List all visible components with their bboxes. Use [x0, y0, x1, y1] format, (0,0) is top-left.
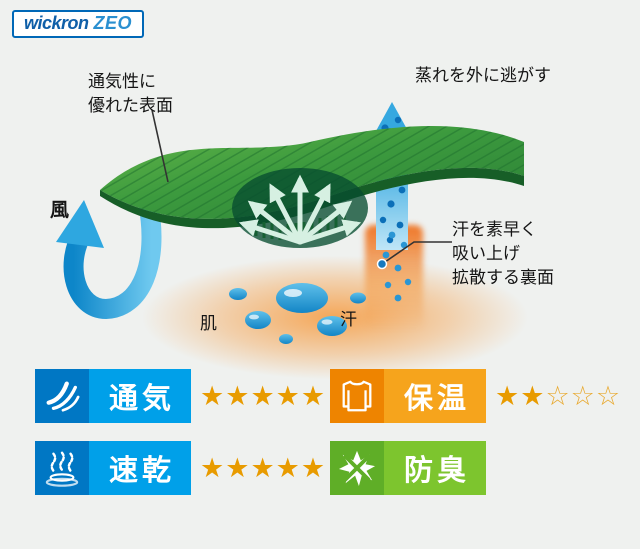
fabric-diagram: 通気性に 優れた表面 蒸れを外に逃がす 風 汗を素早く 吸い上げ 拡散する裏面 … [0, 30, 640, 390]
spread-arrows [232, 168, 368, 248]
airflow-icon [35, 369, 89, 423]
shirt-icon [330, 369, 384, 423]
label-absorb-backside: 汗を素早く 吸い上げ 拡散する裏面 [452, 220, 554, 287]
rating-quick-dry: 速乾 ★★★★★ [35, 441, 326, 495]
rating-breathability: 通気 ★★★★★ [35, 369, 326, 423]
label-sweat: 汗 [340, 310, 357, 329]
rating-anti-odor: 防臭 [330, 441, 495, 495]
star-filled-icon: ★ [300, 452, 326, 483]
label-skin: 肌 [200, 314, 217, 333]
brand-model: ZEO [93, 13, 133, 33]
quick-dry-icon [35, 441, 89, 495]
star-filled-icon: ★ [275, 452, 300, 483]
star-rating: ★★★★★ [200, 380, 326, 411]
star-empty-icon: ☆ [545, 380, 570, 411]
star-filled-icon: ★ [495, 380, 520, 411]
star-filled-icon: ★ [200, 452, 225, 483]
star-filled-icon: ★ [225, 380, 250, 411]
brand-logo: wickron ZEO [12, 10, 145, 38]
rating-label: 通気 [89, 369, 191, 423]
star-empty-icon: ☆ [595, 380, 621, 411]
star-filled-icon: ★ [275, 380, 300, 411]
star-rating: ★★★★★ [200, 452, 326, 483]
anti-odor-icon [330, 441, 384, 495]
star-filled-icon: ★ [520, 380, 545, 411]
star-empty-icon: ☆ [570, 380, 595, 411]
label-breathable-surface: 通気性に 優れた表面 [88, 72, 173, 115]
rating-warmth: 保温 ★★☆☆☆ [330, 369, 621, 423]
star-filled-icon: ★ [300, 380, 326, 411]
sweat-droplets [229, 283, 366, 344]
label-moisture-escape: 蒸れを外に逃がす [415, 66, 551, 85]
star-filled-icon: ★ [250, 380, 275, 411]
rating-label: 防臭 [384, 441, 486, 495]
diagram-art [56, 102, 524, 344]
star-filled-icon: ★ [225, 452, 250, 483]
star-filled-icon: ★ [200, 380, 225, 411]
label-connectors [151, 109, 452, 270]
label-wind: 風 [50, 200, 70, 221]
wind-arrow [56, 200, 162, 320]
moisture-dots-below [382, 231, 412, 302]
star-filled-icon: ★ [250, 452, 275, 483]
star-rating: ★★☆☆☆ [495, 380, 621, 411]
rating-label: 保温 [384, 369, 486, 423]
brand-name: wickron [24, 13, 89, 33]
rating-label: 速乾 [89, 441, 191, 495]
